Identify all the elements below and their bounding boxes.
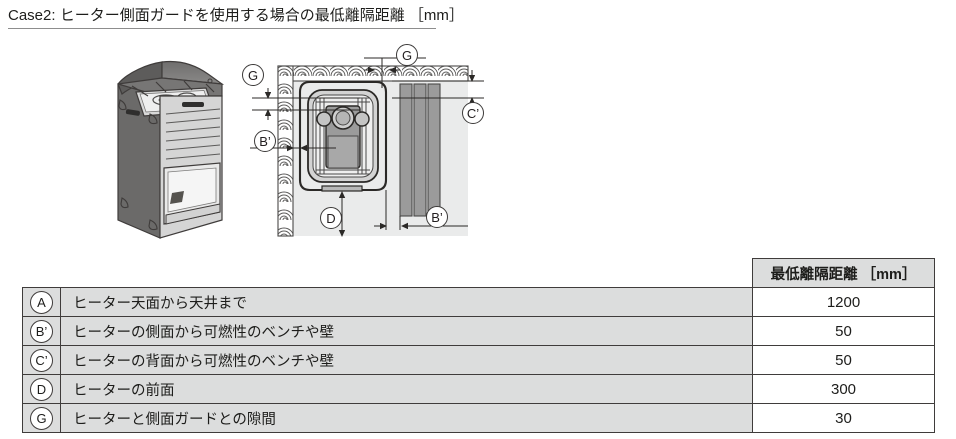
dimension-label-c-right: C’: [462, 102, 484, 124]
row-description-cell: ヒーターの前面: [60, 374, 753, 404]
row-key-cell: G: [22, 403, 61, 433]
row-value-cell: 50: [752, 316, 935, 346]
row-value-cell: 50: [752, 345, 935, 375]
row-key-cell: A: [22, 287, 61, 317]
row-key-cell: C’: [22, 345, 61, 375]
row-key-badge: A: [30, 290, 53, 314]
row-key-badge: B’: [30, 319, 53, 343]
table-header-key-blank: [23, 259, 61, 288]
dimension-label-b-left: B’: [254, 130, 276, 152]
row-description-cell: ヒーターと側面ガードとの隙間: [60, 403, 753, 433]
page-title: Case2: ヒーター側面ガードを使用する場合の最低離隔距離 ［mm］: [8, 7, 464, 24]
table-header-value: 最低離隔距離 ［mm］: [752, 258, 935, 288]
dimension-label-g-top: G: [396, 44, 418, 66]
row-description-cell: ヒーター天面から天井まで: [60, 287, 753, 317]
page-title-block: Case2: ヒーター側面ガードを使用する場合の最低離隔距離 ［mm］: [8, 6, 464, 30]
table-header-desc-blank: [61, 259, 753, 288]
dimension-label-b-bottom: B’: [426, 206, 448, 228]
row-value-cell: 30: [752, 403, 935, 433]
row-key-cell: B’: [22, 316, 61, 346]
row-value-cell: 1200: [752, 287, 935, 317]
row-value-cell: 300: [752, 374, 935, 404]
row-description-cell: ヒーターの背面から可燃性のベンチや壁: [60, 345, 753, 375]
figure-area: G G B’ C’ D B’: [0, 36, 540, 251]
row-description-cell: ヒーターの側面から可燃性のベンチや壁: [60, 316, 753, 346]
row-key-badge: G: [30, 406, 53, 430]
sauna-heater-perspective-illustration: [110, 52, 240, 242]
row-key-badge: D: [30, 377, 53, 401]
table-header-row: 最低離隔距離 ［mm］: [23, 258, 935, 288]
row-key-cell: D: [22, 374, 61, 404]
row-key-badge: C’: [30, 348, 53, 372]
dimension-label-d-bottom: D: [320, 207, 342, 229]
heater-clearance-plan-view: G G B’ C’ D B’: [240, 40, 530, 250]
title-underline: [8, 28, 436, 29]
dimension-label-g-left: G: [242, 64, 264, 86]
